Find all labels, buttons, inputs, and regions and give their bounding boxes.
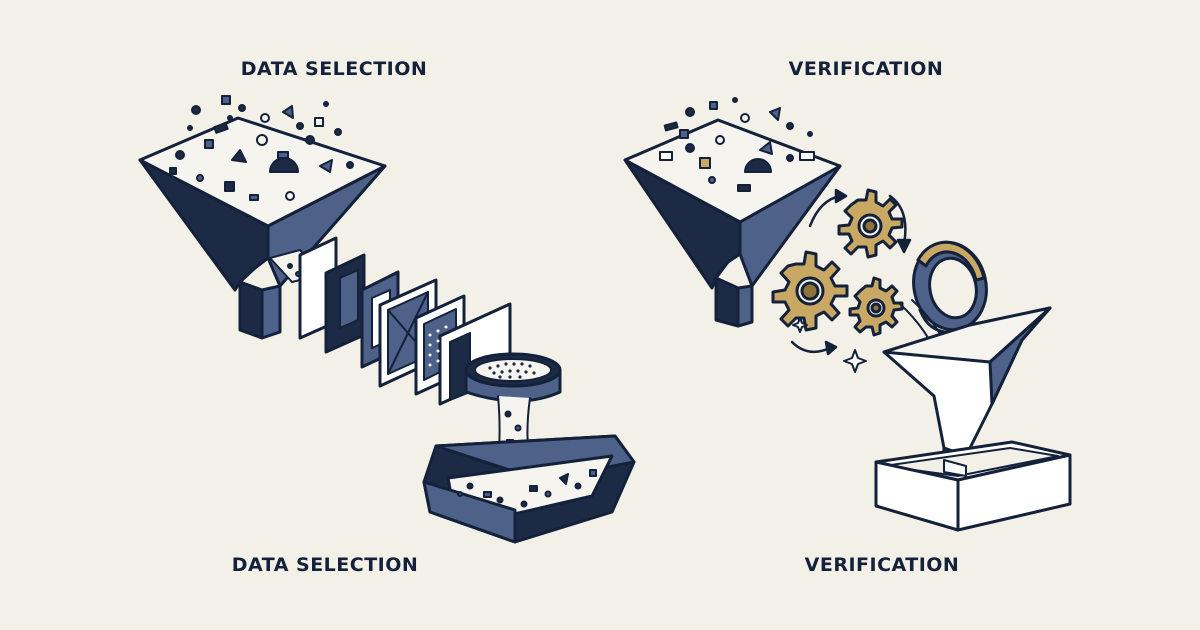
data-selection-title-top: DATA SELECTION [240,58,428,80]
data-selection-title-bottom: DATA SELECTION [231,554,419,576]
right-funnel-icon [623,118,842,328]
rotate-arrow-icon [790,188,912,356]
left-funnel-icon [138,116,387,340]
sparkle-icon [792,317,867,373]
gear-icon-top [837,188,904,259]
tray-particles [457,469,597,508]
sieve-mesh-dots [488,362,536,379]
box-icon [874,440,1072,532]
gear-icon-small [848,276,904,337]
verification-title-top: VERIFICATION [788,58,944,80]
mesh-dots [428,325,448,367]
right-funnel-particles [659,97,815,192]
tray-icon [422,434,636,544]
sieve-icon [464,352,562,403]
verification-title-bottom: VERIFICATION [804,554,960,576]
gear-icon-large [771,250,849,332]
left-funnel-particles [169,95,354,201]
